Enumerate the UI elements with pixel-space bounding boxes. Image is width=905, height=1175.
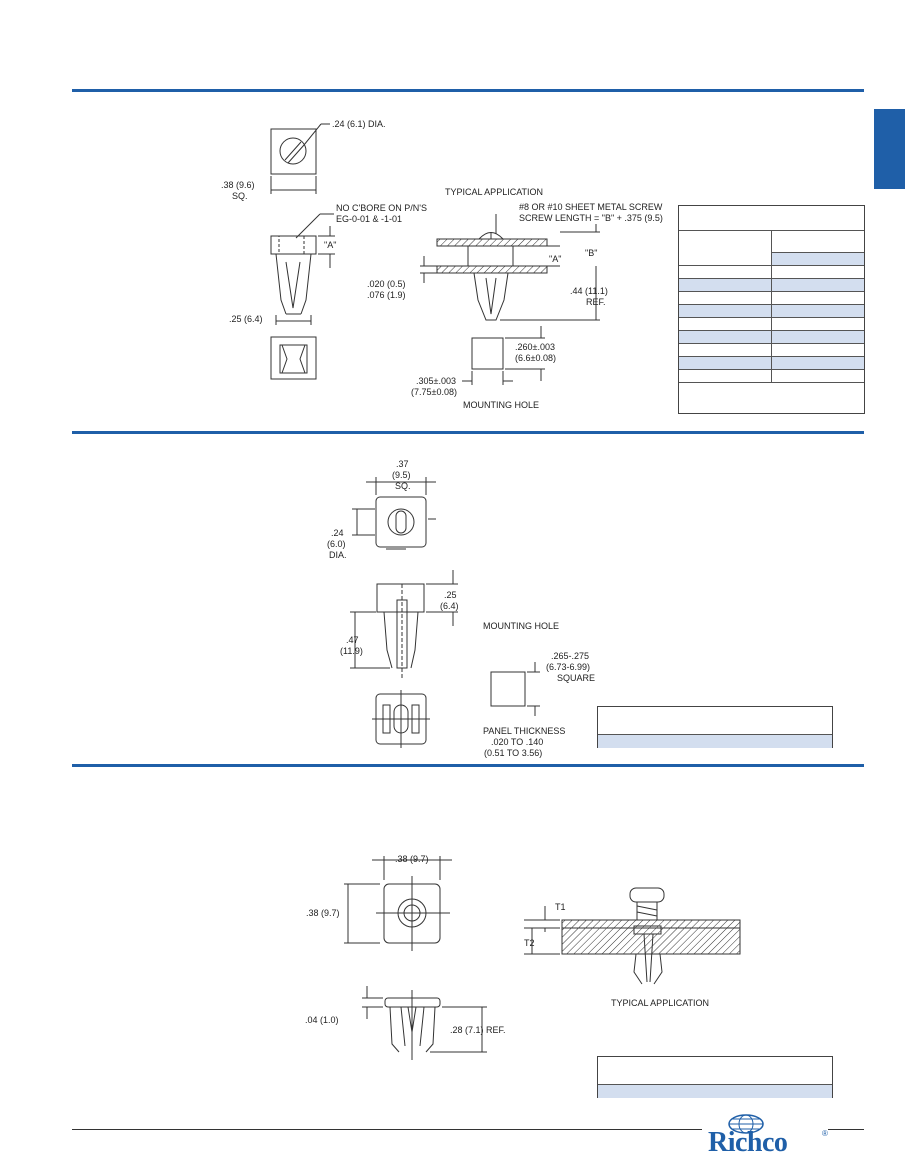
s1-ref-unit: REF. bbox=[586, 297, 606, 307]
footer-rule bbox=[72, 1129, 702, 1130]
brand-logo-text: Richco bbox=[708, 1127, 788, 1158]
s2-dia-3: DIA. bbox=[329, 550, 347, 560]
s2-panel-1: PANEL THICKNESS bbox=[483, 726, 565, 736]
s2-dia-1: .24 bbox=[331, 528, 344, 538]
s1-hole-w1: .305±.003 bbox=[416, 376, 456, 386]
s2-sq-1: .37 bbox=[396, 459, 409, 469]
s1-b-label: "B" bbox=[585, 248, 597, 258]
s1-note-line2: EG-0-01 & -1-01 bbox=[336, 214, 402, 224]
s2-h47-1: .47 bbox=[346, 635, 359, 645]
s3-ref: .28 (7.1) REF. bbox=[450, 1025, 506, 1035]
s2-hole-2: (6.73-6.99) bbox=[546, 662, 590, 672]
s1-thk1: .020 (0.5) bbox=[367, 279, 406, 289]
table-row bbox=[771, 252, 864, 265]
brand-logo[interactable]: Richco ® bbox=[708, 1113, 828, 1158]
s2-sq-2: (9.5) bbox=[392, 470, 411, 480]
s3-t1: T1 bbox=[555, 902, 566, 912]
s2-hole-1: .265-.275 bbox=[551, 651, 589, 661]
s2-dia-2: (6.0) bbox=[327, 539, 346, 549]
s2-sq-3: SQ. bbox=[395, 481, 411, 491]
s1-typical-application: TYPICAL APPLICATION bbox=[445, 187, 543, 197]
s1-thk2: .076 (1.9) bbox=[367, 290, 406, 300]
s1-sq-value: .38 (9.6) bbox=[221, 180, 255, 190]
s1-sq-unit: SQ. bbox=[232, 191, 248, 201]
s1-a-label: "A" bbox=[324, 240, 336, 250]
table-row bbox=[598, 1084, 832, 1098]
s1-note-line1: NO C'BORE ON P/N'S bbox=[336, 203, 427, 213]
s1-hole-w2: (7.75±0.08) bbox=[411, 387, 457, 397]
footer-rule-right bbox=[828, 1129, 864, 1130]
s2-panel-2: .020 TO .140 bbox=[491, 737, 543, 747]
header-rule bbox=[72, 89, 864, 92]
registered-mark: ® bbox=[822, 1129, 828, 1138]
s2-h25-2: (6.4) bbox=[440, 601, 459, 611]
s3-spec-table bbox=[597, 1056, 833, 1098]
s1-hole-h1: .260±.003 bbox=[515, 342, 555, 352]
section-divider-2 bbox=[72, 764, 864, 767]
s2-panel-3: (0.51 TO 3.56) bbox=[484, 748, 542, 758]
globe-icon bbox=[728, 1114, 764, 1134]
s3-width: .38 (9.7) bbox=[395, 854, 429, 864]
section1-drawing bbox=[270, 123, 600, 385]
s1-screw-line1: #8 OR #10 SHEET METAL SCREW bbox=[519, 202, 663, 212]
s1-top-dia: .24 (6.1) DIA. bbox=[332, 119, 386, 129]
s3-flange: .04 (1.0) bbox=[305, 1015, 339, 1025]
s2-h47-2: (11.9) bbox=[340, 646, 363, 656]
section-divider-1 bbox=[72, 431, 864, 434]
s1-spec-table bbox=[678, 205, 865, 414]
section3-drawing bbox=[344, 856, 741, 1060]
s1-screw-line2: SCREW LENGTH = "B" + .375 (9.5) bbox=[519, 213, 663, 223]
section2-drawing bbox=[350, 477, 540, 748]
table-row bbox=[598, 734, 832, 748]
s2-h25-1: .25 bbox=[444, 590, 457, 600]
s2-mounting-hole: MOUNTING HOLE bbox=[483, 621, 559, 631]
table-divider bbox=[771, 230, 772, 382]
s2-spec-table bbox=[597, 706, 833, 748]
s2-hole-3: SQUARE bbox=[557, 673, 595, 683]
section-side-tab[interactable] bbox=[874, 109, 905, 189]
s3-typical-application: TYPICAL APPLICATION bbox=[611, 998, 709, 1008]
s1-ref-value: .44 (11.1) bbox=[570, 286, 608, 296]
s3-t2: T2 bbox=[524, 938, 535, 948]
s3-height: .38 (9.7) bbox=[306, 908, 340, 918]
s1-width-25: .25 (6.4) bbox=[229, 314, 263, 324]
s1-mounting-hole: MOUNTING HOLE bbox=[463, 400, 539, 410]
s1-hole-h2: (6.6±0.08) bbox=[515, 353, 556, 363]
s1-a-label2: "A" bbox=[549, 254, 561, 264]
table-row bbox=[679, 382, 864, 414]
